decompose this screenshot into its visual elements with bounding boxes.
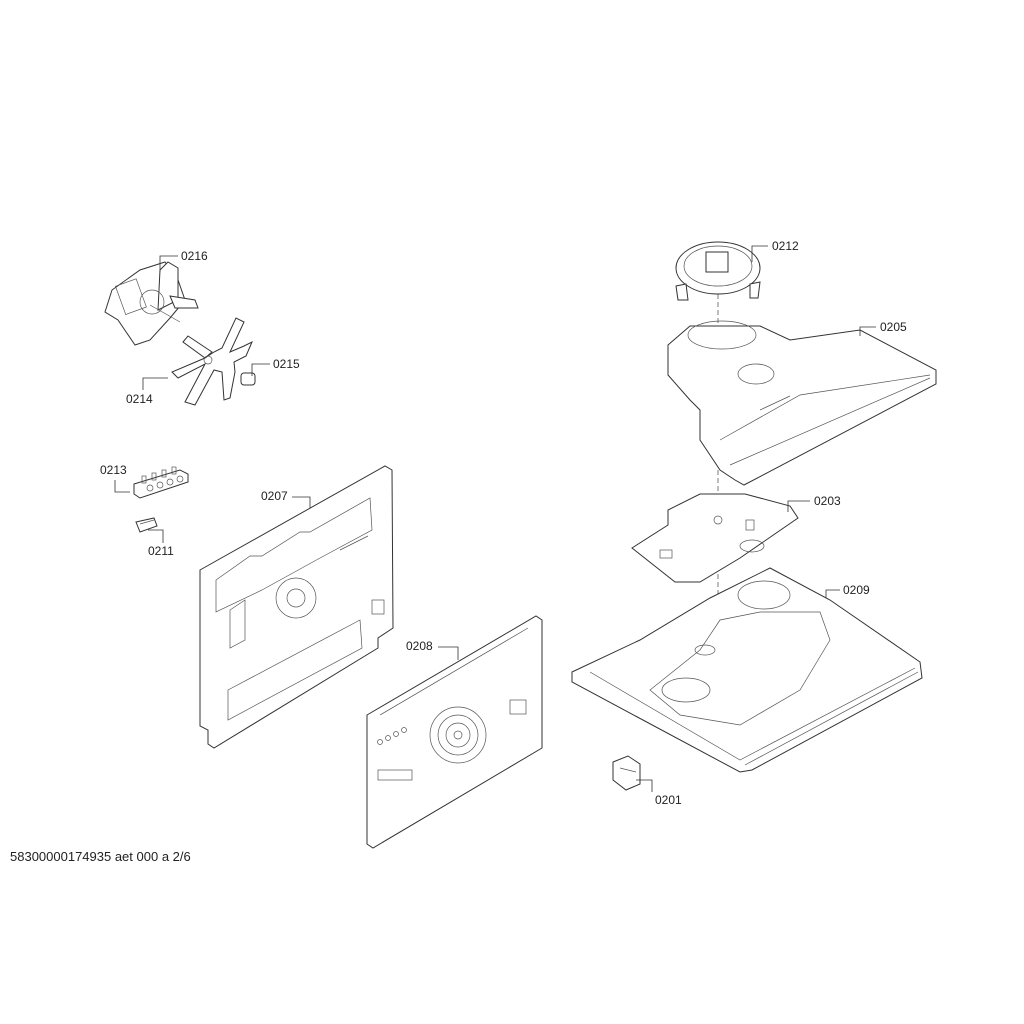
part-label-0201: 0201 xyxy=(655,793,682,807)
part-label-0207: 0207 xyxy=(261,489,288,503)
part-label-0213: 0213 xyxy=(100,463,127,477)
part-0209-top-cover[interactable] xyxy=(571,567,923,773)
part-0205-air-duct[interactable] xyxy=(667,320,937,486)
document-id: 58300000174935 aet 000 a 2/6 xyxy=(10,849,191,864)
part-0208-fan-cover-panel[interactable] xyxy=(366,615,543,849)
part-label-0211: 0211 xyxy=(148,544,174,558)
part-0213-terminal-block[interactable] xyxy=(133,466,189,499)
part-0207-rear-panel[interactable] xyxy=(199,465,394,749)
part-0216-fan-motor[interactable] xyxy=(104,261,199,346)
part-label-0205: 0205 xyxy=(880,320,907,334)
part-label-0203: 0203 xyxy=(814,494,841,508)
part-0203-insulation-plate[interactable] xyxy=(631,493,799,583)
part-0214-fan-wheel[interactable] xyxy=(171,317,253,406)
part-0201-bracket[interactable] xyxy=(612,755,641,791)
part-label-0214: 0214 xyxy=(126,392,153,406)
part-0215-nut[interactable] xyxy=(240,372,256,386)
part-label-0216: 0216 xyxy=(181,249,208,263)
part-0212-cooling-fan[interactable] xyxy=(675,241,761,301)
part-label-0215: 0215 xyxy=(273,357,300,371)
part-label-0208: 0208 xyxy=(406,639,433,653)
leader-lines xyxy=(114,245,876,792)
part-label-0209: 0209 xyxy=(843,583,870,597)
part-label-0212: 0212 xyxy=(772,239,799,253)
part-0211-connector[interactable] xyxy=(135,517,158,533)
